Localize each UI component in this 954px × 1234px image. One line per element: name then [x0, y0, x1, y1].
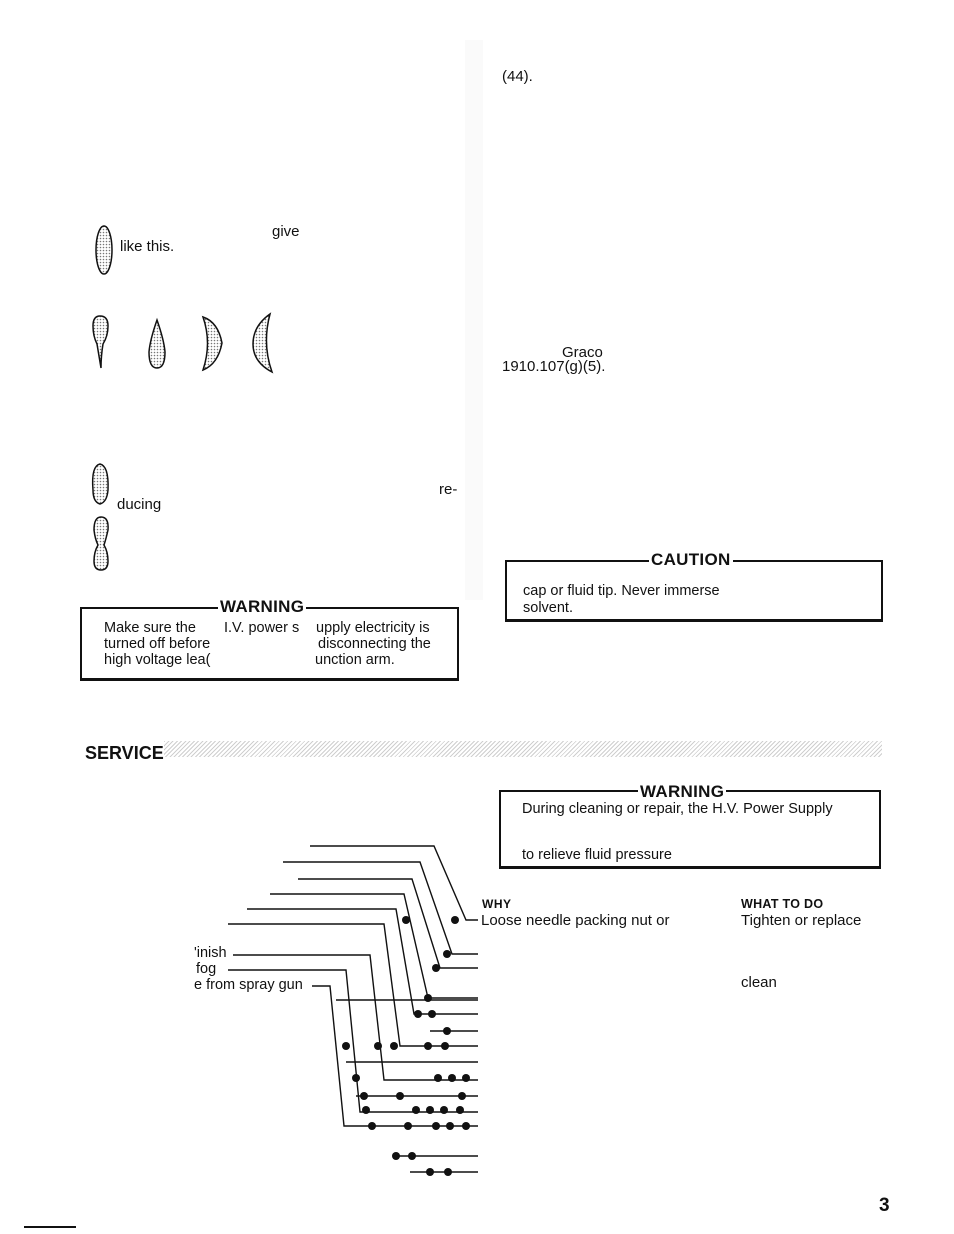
- caution-line-1: cap or fluid tip. Never immerse: [523, 583, 720, 599]
- scan-strip: [465, 40, 483, 600]
- rounded-pattern-shape: [91, 463, 109, 505]
- what-row-1: Tighten or replace: [741, 912, 862, 929]
- warning-line-2a: turned off before: [104, 636, 211, 652]
- re-text: re-: [439, 481, 458, 498]
- caution-box: CAUTION cap or fluid tip. Never immerse …: [505, 550, 883, 622]
- caution-line-2: solvent.: [523, 600, 573, 616]
- good-pattern-shape: [95, 225, 113, 275]
- why-header: WHY: [482, 897, 512, 911]
- symptom-label-fog: fog: [196, 961, 217, 977]
- warning-line-2c: disconnecting the: [318, 636, 431, 652]
- warning-line-3a: high voltage lea(: [104, 652, 211, 668]
- warning-line-1b: I.V. power s: [224, 620, 300, 636]
- footer-rule: [24, 1226, 76, 1228]
- symptom-label-spray-gun: e from spray gun: [194, 977, 303, 993]
- service-heading: SERVICE: [85, 743, 164, 763]
- warning2-title: WARNING: [638, 782, 727, 802]
- symptom-label-finish: 'inish: [194, 945, 227, 961]
- tail-pattern-shape: [92, 315, 109, 369]
- warning-line-3c: unction arm.: [315, 652, 395, 668]
- warning-box-hv: WARNING Make sure the turned off before …: [80, 597, 459, 681]
- what-clean: clean: [741, 974, 777, 991]
- graco-text: Graco: [562, 344, 603, 361]
- crescent-left-pattern-shape: [252, 312, 274, 374]
- warning-title: WARNING: [218, 597, 307, 617]
- service-heading-bar: [164, 741, 882, 757]
- give-text: give: [272, 223, 300, 240]
- why-row-1: Loose needle packing nut or: [481, 912, 670, 929]
- page-number: 3: [879, 1195, 890, 1216]
- reference-number: (44).: [502, 68, 533, 85]
- code-reference: 1910.107(g)(5).: [502, 358, 606, 375]
- warning2-line-1: During cleaning or repair, the H.V. Powe…: [522, 801, 833, 817]
- like-this-text: like this.: [120, 238, 175, 255]
- heavy-bottom-pattern-shape: [148, 317, 166, 369]
- what-to-do-header: WHAT TO DO: [741, 897, 824, 911]
- crescent-right-pattern-shape: [201, 315, 223, 372]
- warning-line-1a: Make sure the: [104, 620, 196, 636]
- ducing-text: ducing: [117, 496, 162, 513]
- warning2-line-3: to relieve fluid pressure: [522, 847, 672, 863]
- caution-title: CAUTION: [649, 550, 733, 570]
- warning-line-1c: upply electricity is: [316, 620, 430, 636]
- warning-box-cleaning: WARNING During cleaning or repair, the H…: [499, 782, 881, 869]
- split-pattern-shape: [93, 516, 109, 571]
